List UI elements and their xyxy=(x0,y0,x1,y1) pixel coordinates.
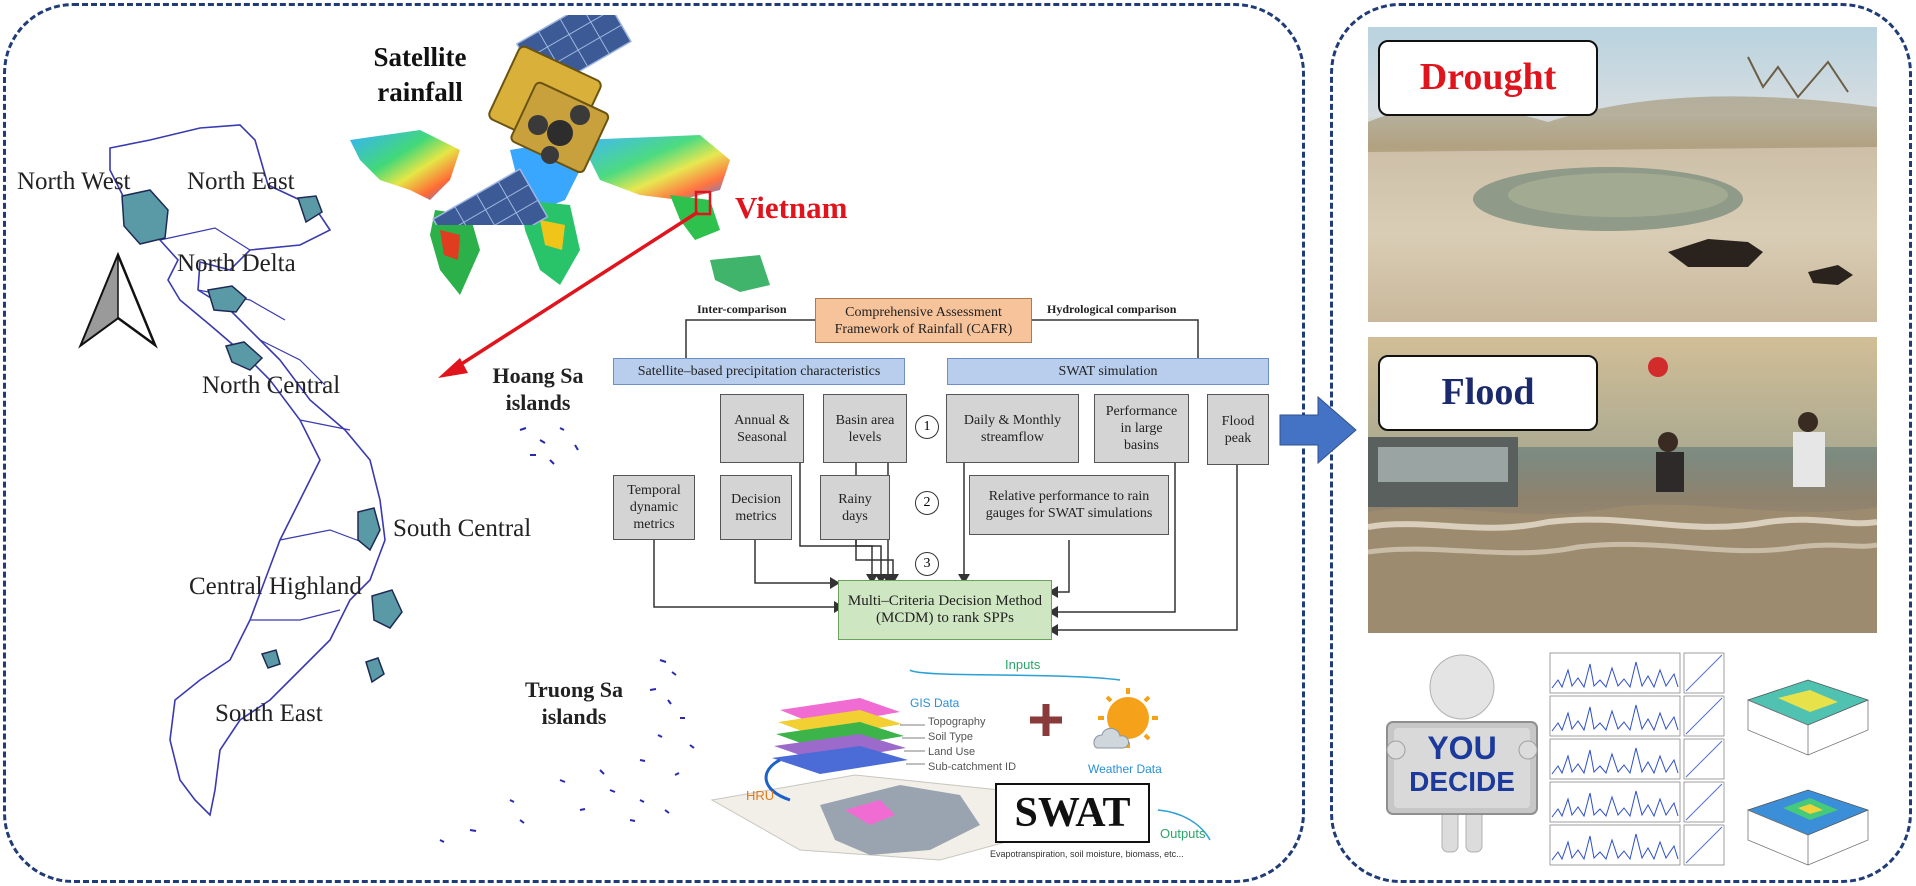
inputs-label: Inputs xyxy=(1005,657,1041,672)
basin-small-1 xyxy=(260,649,281,669)
big-right-arrow xyxy=(1279,395,1357,465)
layer-soil-type: Soil Type xyxy=(928,731,974,743)
region-label-north-delta: North Delta xyxy=(177,250,296,277)
basin-small-2 xyxy=(365,657,385,684)
satellite-characteristics-header: Satellite–based precipitation characteri… xyxy=(613,358,905,385)
basin-north-central xyxy=(224,341,264,371)
basin-north-west xyxy=(121,189,169,245)
swat-illustration xyxy=(710,669,1211,861)
outputs-detail: Evapotranspiration, soil moisture, bioma… xyxy=(990,849,1184,859)
cafr-box: Comprehensive Assessment Framework of Ra… xyxy=(815,298,1032,343)
gis-data-label: GIS Data xyxy=(910,696,960,710)
red-pointer-arrow xyxy=(438,210,699,378)
region-label-south-east: South East xyxy=(215,700,323,727)
region-label-south-central: South Central xyxy=(393,515,532,542)
layer-land-use: Land Use xyxy=(928,746,976,758)
you-decide-figure: YOU DECIDE xyxy=(1382,652,1542,864)
weather-data-label: Weather Data xyxy=(1088,762,1162,776)
basin-central-highland xyxy=(371,589,403,629)
temporal-metrics-box: Temporal dynamic metrics xyxy=(613,475,695,540)
hoang-sa-label: Hoang Sa islands xyxy=(492,363,584,415)
world-rainfall-map xyxy=(350,130,770,295)
step-1-marker: 1 xyxy=(915,415,939,439)
vietnam-map xyxy=(78,124,403,817)
you-text: YOU xyxy=(1427,730,1497,766)
rainy-days-box: Rainy days xyxy=(820,475,890,540)
basin-north-delta xyxy=(207,285,248,313)
step-3-marker: 3 xyxy=(915,552,939,576)
decide-text: DECIDE xyxy=(1409,766,1515,797)
vietnam-label: Vietnam xyxy=(735,190,848,225)
results-plots xyxy=(1549,652,1870,866)
step-2-marker: 2 xyxy=(915,491,939,515)
layer-sub-catchment: Sub-catchment ID xyxy=(928,761,1017,773)
drought-label: Drought xyxy=(1378,40,1598,116)
basin-north-east xyxy=(296,195,323,224)
satellite-icon xyxy=(432,15,632,225)
flood-peak-box: Flood peak xyxy=(1207,394,1269,465)
relative-performance-box: Relative performance to rain gauges for … xyxy=(969,475,1169,535)
inter-comparison-label: Inter-comparison xyxy=(697,302,787,316)
flowchart-connectors xyxy=(653,319,1238,636)
annual-seasonal-box: Annual & Seasonal xyxy=(720,394,804,463)
swat-simulation-header: SWAT simulation xyxy=(947,358,1269,385)
swat-title-box: SWAT xyxy=(995,783,1150,843)
region-borders xyxy=(159,227,371,621)
decision-metrics-box: Decision metrics xyxy=(720,475,792,540)
outputs-label: Outputs xyxy=(1160,826,1206,841)
basin-area-box: Basin area levels xyxy=(823,394,907,463)
mcdm-box: Multi–Criteria Decision Method (MCDM) to… xyxy=(838,580,1052,640)
layer-topography: Topography xyxy=(928,716,986,728)
flood-label: Flood xyxy=(1378,355,1598,431)
drought-photo xyxy=(1368,27,1877,322)
hru-label: HRU xyxy=(746,788,775,803)
vietnam-highlight-box xyxy=(694,190,712,216)
daily-monthly-streamflow-box: Daily & Monthly streamflow xyxy=(946,394,1079,463)
hydrological-comparison-label: Hydrological comparison xyxy=(1047,302,1177,316)
region-label-central-highland: Central Highland xyxy=(189,573,362,600)
performance-large-basins-box: Performance in large basins xyxy=(1094,394,1189,463)
satellite-rainfall-title: Satellite rainfall xyxy=(373,42,467,107)
basin-south-central xyxy=(357,507,381,552)
region-label-north-east: North East xyxy=(187,168,295,195)
island-dots xyxy=(439,427,695,843)
truong-sa-label: Truong Sa islands xyxy=(524,677,623,729)
region-label-north-central: North Central xyxy=(202,372,341,399)
region-label-north-west: North West xyxy=(17,168,131,195)
